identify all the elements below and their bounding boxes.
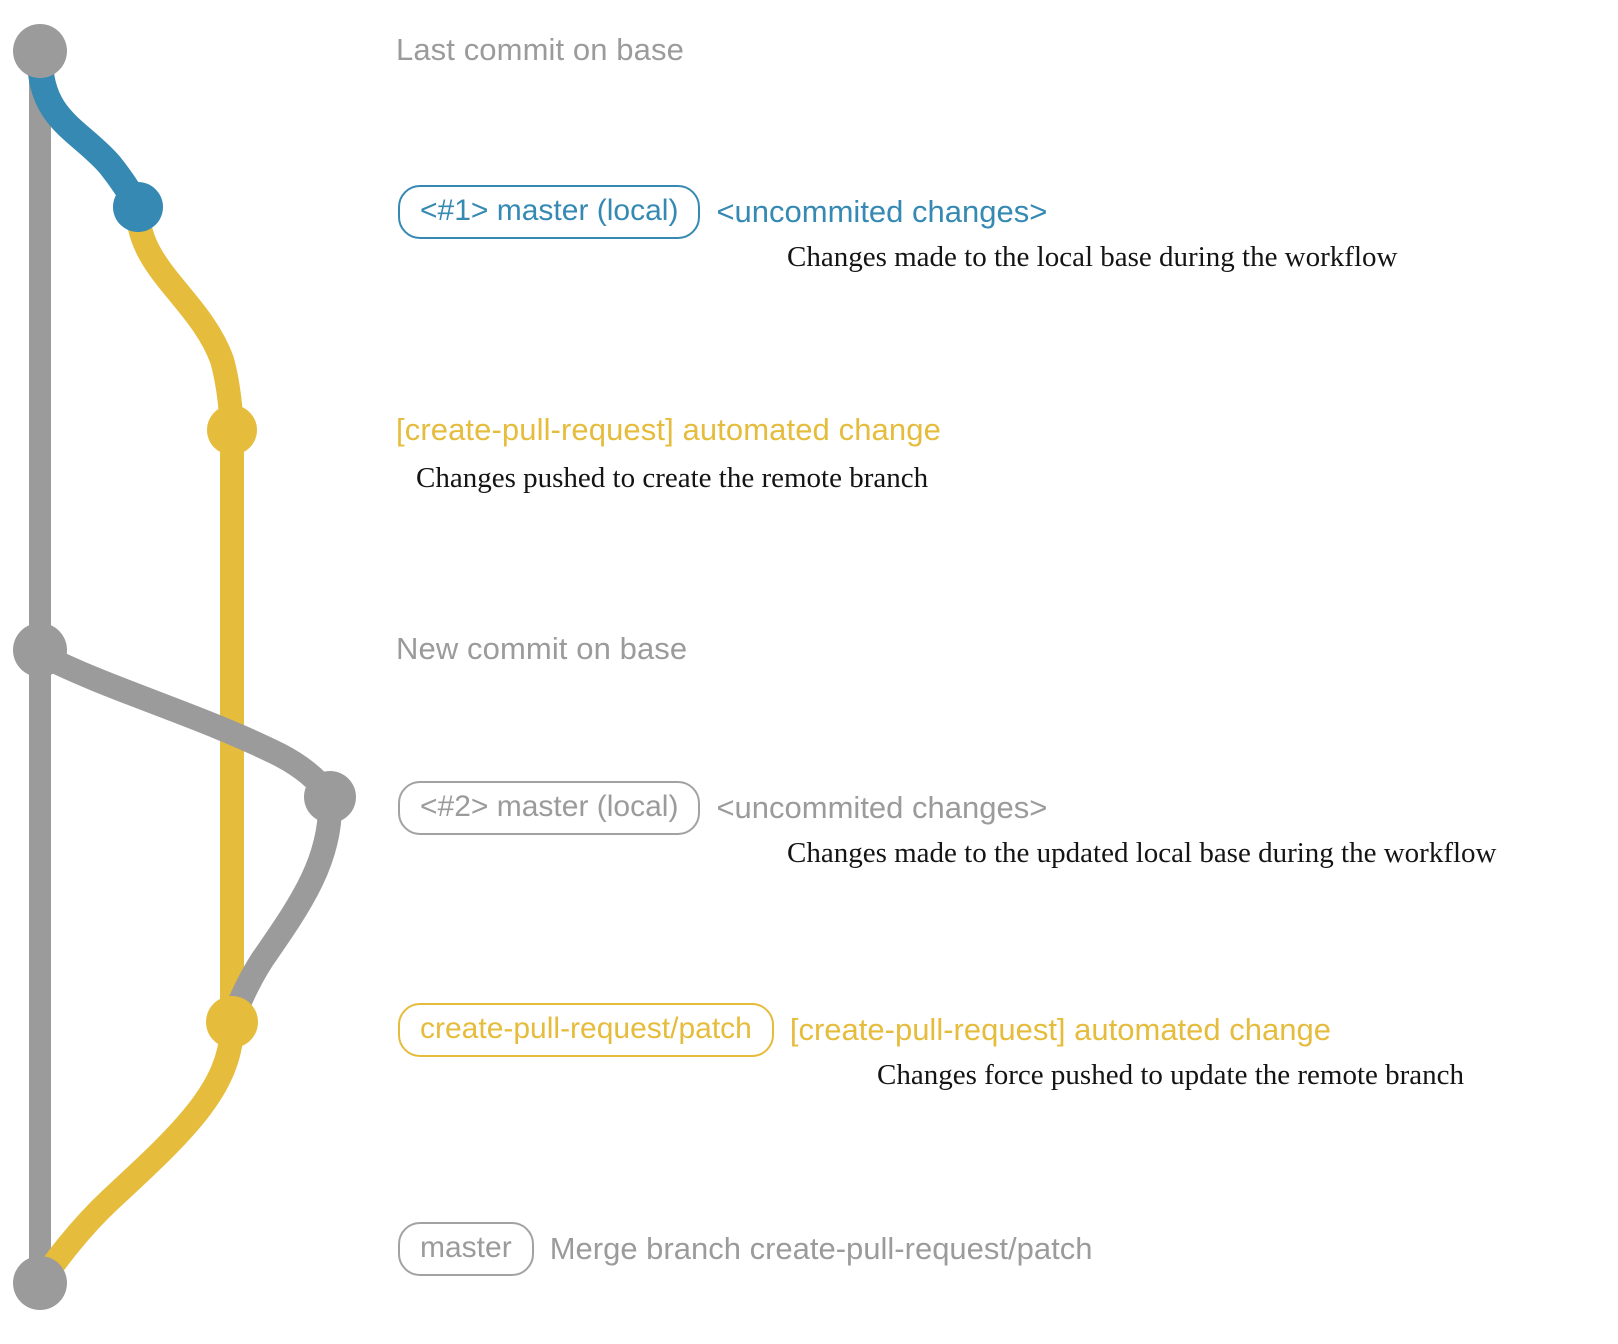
branch-badge-master-local-2[interactable]: <#2> master (local) [398,781,701,835]
description-patch-1: Changes pushed to create the remote bran… [416,462,929,494]
row-patch-2: create-pull-request/patch [create-pull-r… [398,1003,1331,1057]
row-patch-1: [create-pull-request] automated change [396,412,941,448]
commit-message-new-commit: New commit on base [396,631,688,666]
row-master: master Merge branch create-pull-request/… [398,1222,1092,1276]
branch-badge-create-pull-request-patch[interactable]: create-pull-request/patch [398,1003,774,1057]
commit-node-patch-1[interactable] [207,405,257,455]
row-new-commit: New commit on base [396,631,687,667]
edge-patch2-to-master [30,1016,244,1292]
description-patch-2: Changes force pushed to update the remot… [877,1059,1465,1091]
branch-badge-master-local-1[interactable]: <#1> master (local) [398,185,701,239]
description-local-1: Changes made to the local base during th… [787,241,1398,273]
commit-message-local-2: <uncommited changes> [716,790,1048,825]
row-last-commit: Last commit on base [396,32,684,68]
commit-message-local-1: <uncommited changes> [716,194,1048,229]
commit-message-patch-1: [create-pull-request] automated change [396,412,941,447]
commit-node-base-top[interactable] [13,24,67,78]
commit-message-last-commit: Last commit on base [396,32,684,67]
commit-message-master-merge: Merge branch create-pull-request/patch [549,1231,1093,1266]
row-local-2: <#2> master (local) <uncommited changes> [398,781,1047,835]
commit-node-local-1[interactable] [113,182,163,232]
commit-node-master-merge[interactable] [13,1256,67,1310]
edge-local1-to-patch1 [126,201,244,442]
commit-node-patch-2[interactable] [206,996,258,1048]
graph-nodes [13,24,356,1310]
branch-badge-master[interactable]: master [398,1222,534,1276]
commit-node-local-2[interactable] [304,771,356,823]
row-local-1: <#1> master (local) <uncommited changes> [398,185,1047,239]
commit-node-base-new[interactable] [13,623,67,677]
description-local-2: Changes made to the updated local base d… [787,837,1497,869]
commit-message-patch-2: [create-pull-request] automated change [789,1012,1331,1047]
